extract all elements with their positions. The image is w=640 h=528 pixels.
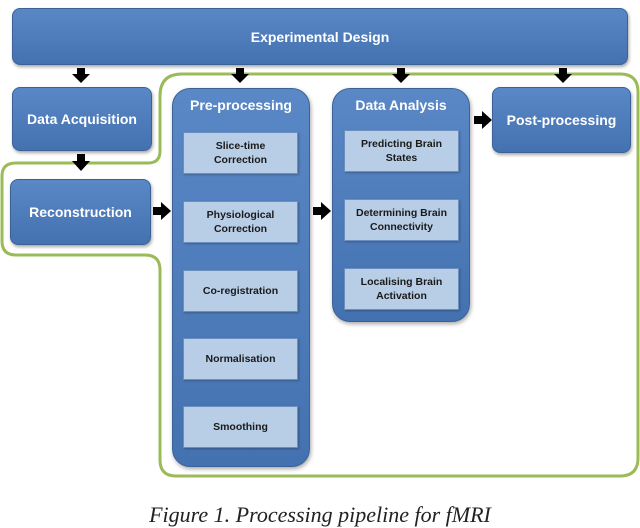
preprocessing-title: Pre-processing [190,97,292,113]
pipeline-connectors [0,68,640,478]
reconstruction-box: Reconstruction [10,179,151,245]
arrow-down-1 [72,68,90,83]
arrow-down-4 [554,68,572,83]
data-acquisition-box: Data Acquisition [12,87,152,151]
post-processing-box: Post-processing [492,87,631,153]
step-smoothing: Smoothing [183,406,298,448]
step-normalisation: Normalisation [183,338,298,380]
arrow-right-2 [313,202,331,220]
arrow-down-3 [392,68,410,83]
arrow-right-1 [153,202,171,220]
step-localising-brain-activation: Localising Brain Activation [344,268,459,310]
step-predicting-brain-states: Predicting Brain States [344,130,459,172]
experimental-design-box: Experimental Design [12,8,628,65]
step-physiological-correction: Physiological Correction [183,201,298,243]
step-co-registration: Co-registration [183,270,298,312]
data-analysis-title: Data Analysis [355,97,447,113]
arrow-down-5 [72,154,90,171]
figure-caption: Figure 1. Processing pipeline for fMRI [149,502,491,527]
processing-boundary [0,72,640,478]
step-slice-time-correction: Slice-time Correction [183,132,298,174]
step-determining-brain-connectivity: Determining Brain Connectivity [344,199,459,241]
arrow-down-2 [231,68,249,83]
arrow-right-3 [474,111,492,129]
